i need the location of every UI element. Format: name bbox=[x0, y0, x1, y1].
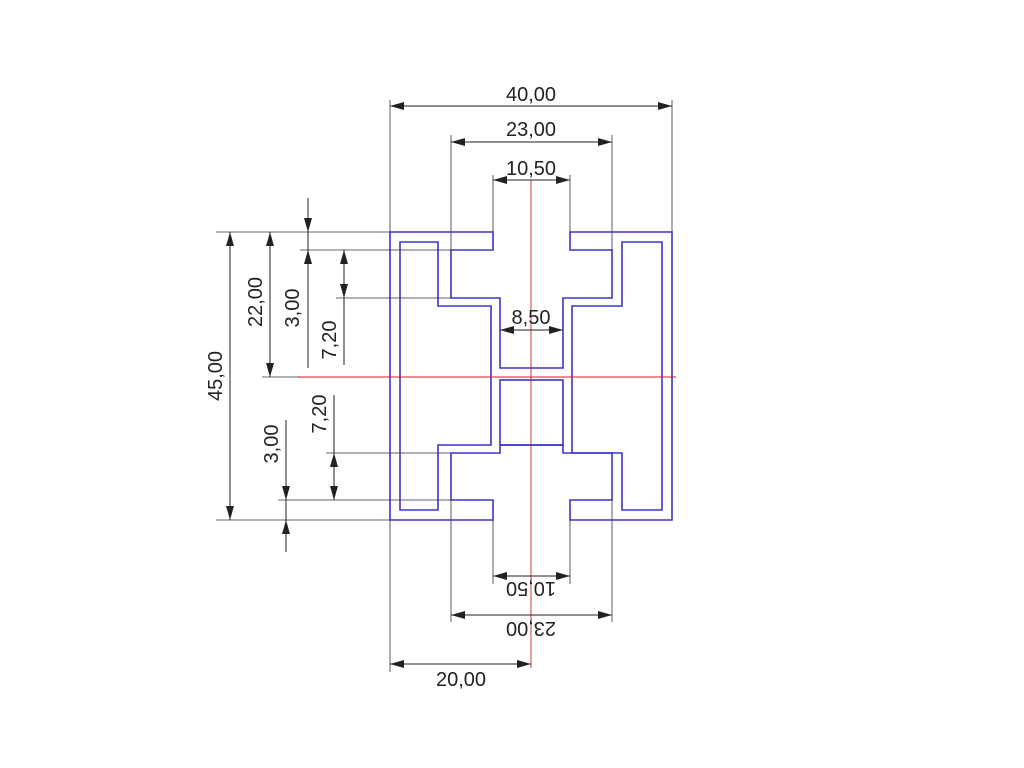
dim-width-overall: 40,00 bbox=[506, 84, 556, 106]
profile-outer-contour bbox=[389, 231, 673, 521]
dim-width-inner-top: 23,00 bbox=[506, 119, 556, 141]
dim-offset-bottom: 7,20 bbox=[309, 395, 331, 434]
dim-slot-top: 10,50 bbox=[506, 158, 556, 180]
dim-width-inner-bottom: 23,00 bbox=[506, 617, 556, 639]
extension-lines bbox=[216, 100, 673, 672]
dim-wall-bottom: 3,00 bbox=[261, 425, 283, 464]
dim-slot-mid: 8,50 bbox=[512, 307, 551, 329]
dim-height-overall: 45,00 bbox=[205, 351, 227, 401]
dim-wall-top: 3,00 bbox=[282, 289, 304, 328]
dim-offset-top: 7,20 bbox=[319, 321, 341, 360]
right-cavity bbox=[571, 241, 663, 511]
dim-half-height: 22,00 bbox=[245, 277, 267, 327]
dimension-lines bbox=[226, 102, 672, 668]
dim-half-width: 20,00 bbox=[436, 669, 486, 691]
left-cavity bbox=[399, 241, 492, 511]
dim-slot-bottom: 10,50 bbox=[506, 577, 556, 599]
profile-cross-section bbox=[389, 231, 673, 521]
center-cavity bbox=[499, 379, 564, 446]
